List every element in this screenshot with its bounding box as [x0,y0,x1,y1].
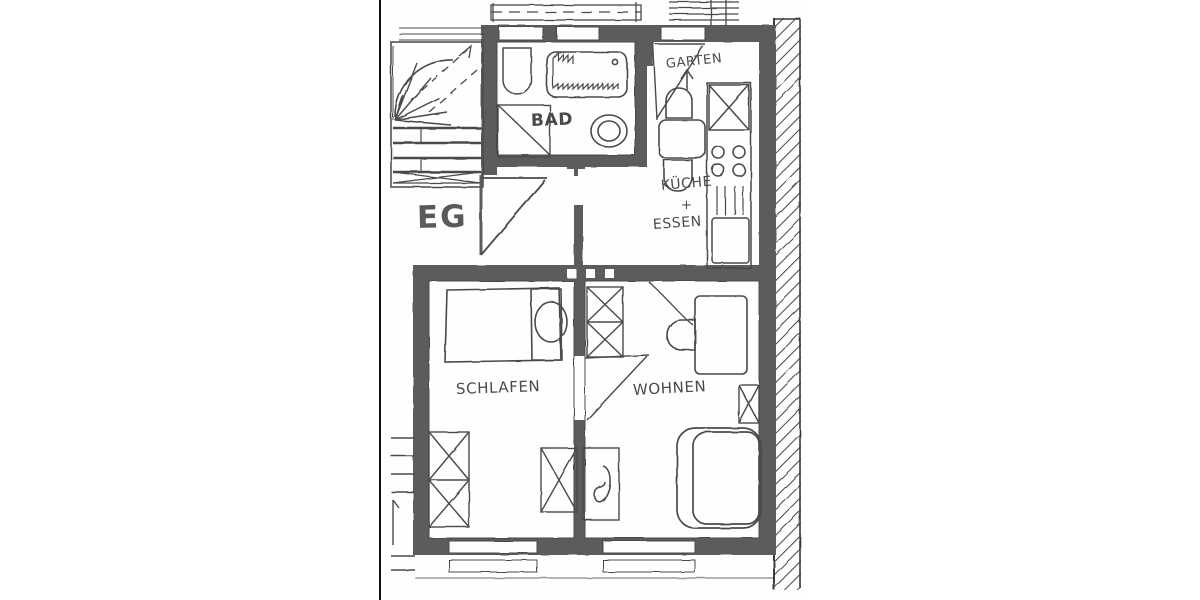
cabinet-right [738,384,760,424]
bed-headboard [530,288,563,361]
radiator-left [391,437,415,571]
shower-door-swing [497,104,551,158]
sofa [676,427,762,529]
room-label-wohnen: WOHNEN [632,377,707,399]
hatched-party-wall [773,18,801,590]
drawer-lines [716,186,744,215]
window-bottom-group [415,540,773,579]
hall-door-swings [479,175,547,256]
wardrobe-center [540,447,578,513]
plan-outline [428,41,760,539]
floor-plan-page: EG BAD GARTEN KÜCHE + ESSEN SCHLAFEN WOH… [379,0,802,600]
kitchen-to-living-door [648,281,694,326]
kitchen-counter [706,82,752,269]
washbasin-icon [590,114,628,148]
room-label-essen: ESSEN [652,213,703,233]
desk-unit [666,295,748,375]
room-label-plus: + [681,198,693,213]
cooktop-icon [711,145,746,177]
window-top-group [399,0,739,41]
dining-table [658,119,706,159]
floor-plan-drawing [390,0,801,590]
desk-chair [666,319,696,351]
tv-unit [582,447,620,521]
wardrobe-right [586,286,624,358]
base-cabinet [711,217,750,264]
toilet-icon [502,47,532,95]
sink-unit [708,84,750,131]
chair-bottom [663,159,693,192]
bathtub-icon [546,51,628,98]
bedroom-door-swing [584,354,650,421]
pillow [534,301,568,343]
wardrobe-left [428,431,470,528]
room-label-bad: BAD [530,109,574,131]
dining-set [658,87,706,192]
room-label-schlafen: SCHLAFEN [455,377,541,398]
chair-top [665,87,693,119]
room-kueche-essen [652,41,752,269]
floor-label: EG [416,198,469,236]
double-bed [444,287,568,363]
room-bad [497,47,628,176]
garten-door-swing [652,41,705,121]
niche-blocks [567,269,614,278]
room-wohnen [582,281,762,529]
garten-arrow-icon [680,68,694,90]
staircase [390,41,484,188]
room-schlafen [391,286,650,571]
